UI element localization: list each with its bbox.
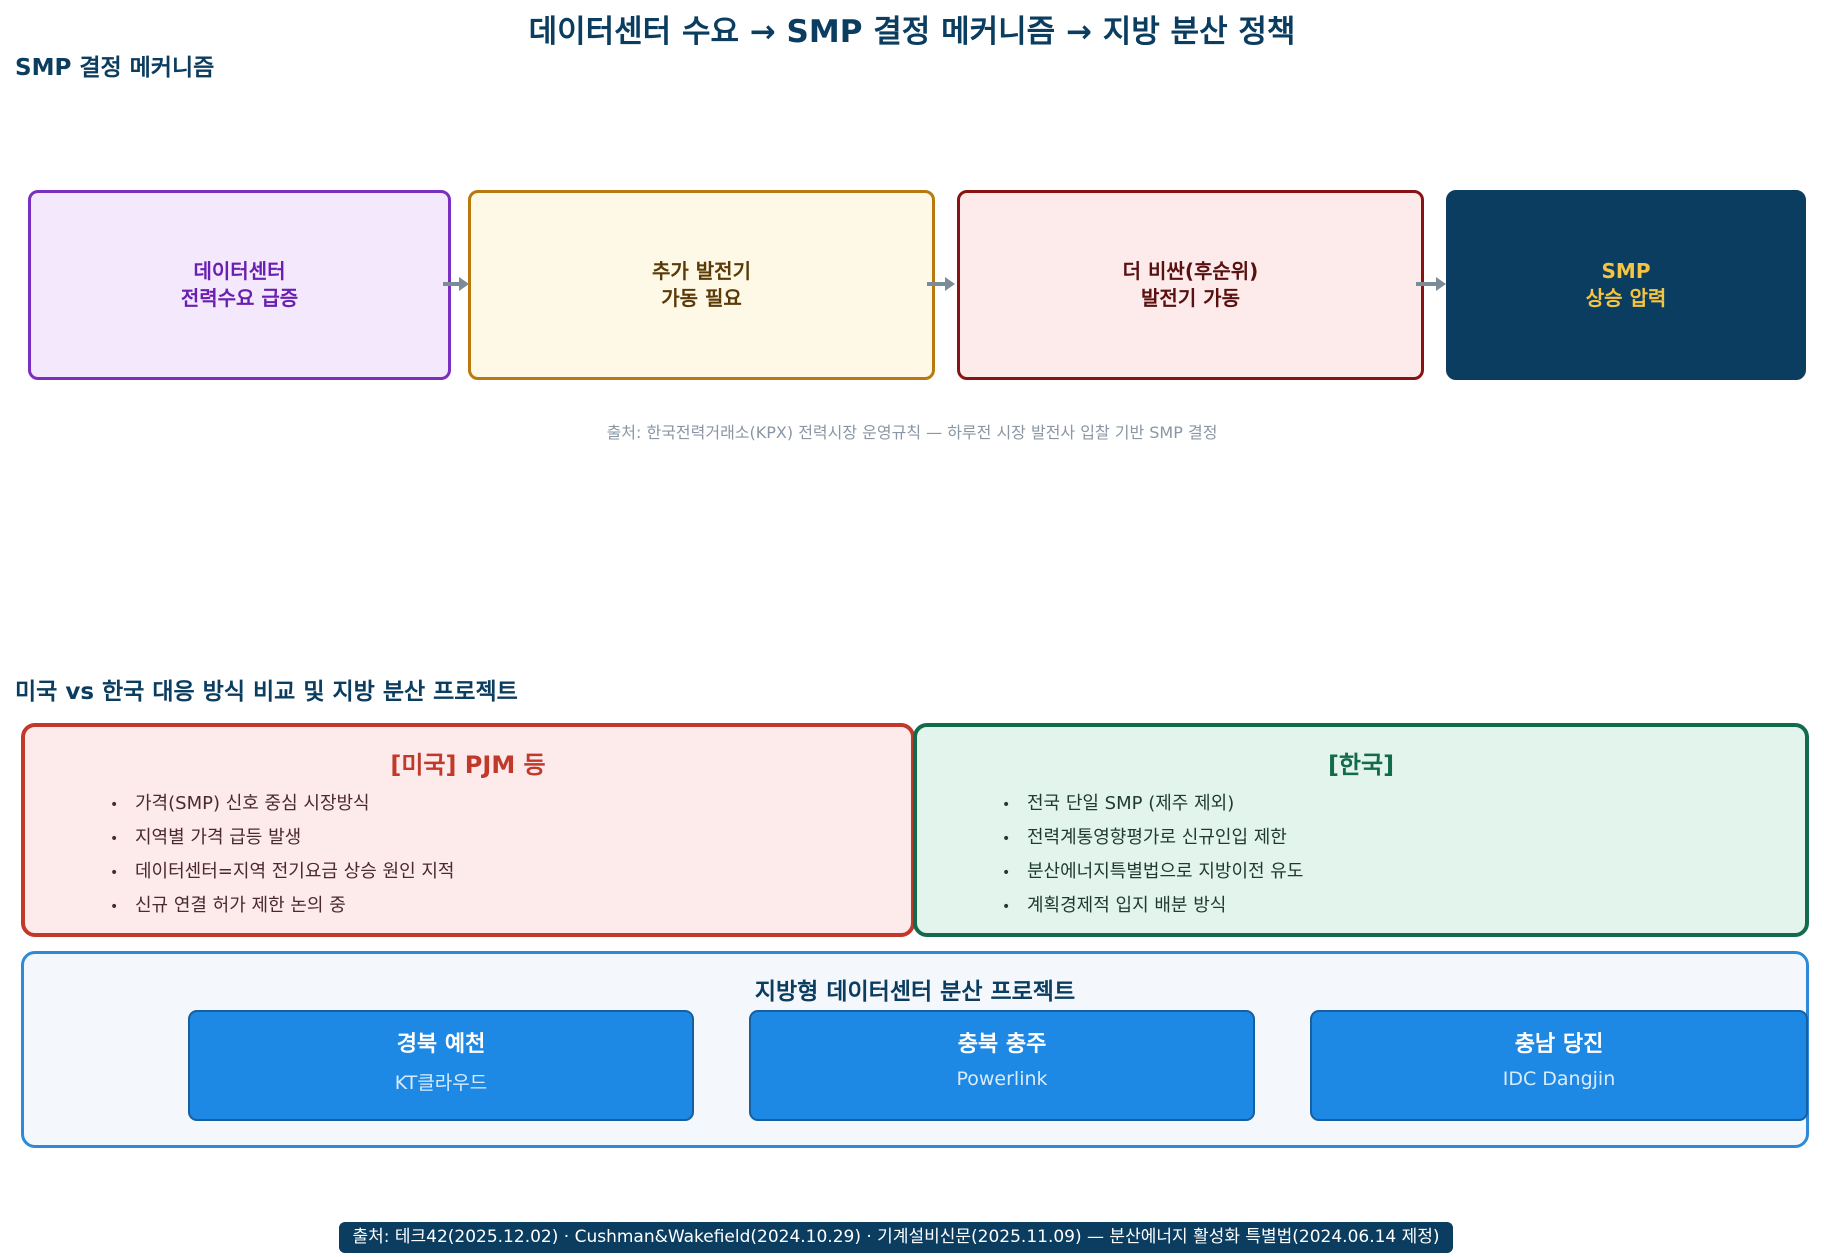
project-card-yecheon: 경북 예천 KT클라우드 <box>188 1010 694 1121</box>
regional-projects-panel: 지방형 데이터센터 분산 프로젝트 경북 예천 KT클라우드 충북 충주 Pow… <box>21 951 1809 1148</box>
flow-step-demand-line1: 데이터센터 <box>193 259 286 283</box>
project-location: 충북 충주 <box>957 1032 1047 1057</box>
list-item: 지역별 가격 급등 발생 <box>110 821 455 855</box>
section-title-comparison: 미국 vs 한국 대응 방식 비교 및 지방 분산 프로젝트 <box>15 679 518 705</box>
project-card-chungju: 충북 충주 Powerlink <box>749 1010 1255 1121</box>
list-item: 전력계통영향평가로 신규인입 제한 <box>1002 821 1303 855</box>
list-item: 계획경제적 입지 배분 방식 <box>1002 889 1303 923</box>
flow-step-expensive-line2: 발전기 가동 <box>1141 286 1240 310</box>
us-list: 가격(SMP) 신호 중심 시장방식 지역별 가격 급등 발생 데이터센터=지역… <box>110 787 455 923</box>
project-location: 경북 예천 <box>396 1032 486 1057</box>
flow-step-smp-pressure: SMP 상승 압력 <box>1446 190 1806 380</box>
us-panel: [미국] PJM 등 가격(SMP) 신호 중심 시장방식 지역별 가격 급등 … <box>21 723 915 937</box>
project-location: 충남 당진 <box>1514 1032 1604 1057</box>
flow-step-generator: 추가 발전기 가동 필요 <box>468 190 935 380</box>
flow-step-demand: 데이터센터 전력수요 급증 <box>28 190 451 380</box>
list-item: 가격(SMP) 신호 중심 시장방식 <box>110 787 455 821</box>
kr-list: 전국 단일 SMP (제주 제외) 전력계통영향평가로 신규인입 제한 분산에너… <box>1002 787 1303 923</box>
section-title-smp: SMP 결정 메커니즘 <box>15 55 215 81</box>
flow-step-smp-line2: 상승 압력 <box>1585 286 1667 310</box>
list-item: 데이터센터=지역 전기요금 상승 원인 지적 <box>110 855 455 889</box>
projects-title: 지방형 데이터센터 분산 프로젝트 <box>754 979 1076 1005</box>
main-title: 데이터센터 수요 → SMP 결정 메커니즘 → 지방 분산 정책 <box>528 14 1296 50</box>
flow-step-demand-line2: 전력수요 급증 <box>180 286 299 310</box>
arrow-icon <box>1416 277 1446 291</box>
project-card-dangjin: 충남 당진 IDC Dangjin <box>1310 1010 1808 1121</box>
arrow-icon <box>927 277 955 291</box>
flow-step-generator-line1: 추가 발전기 <box>652 259 751 283</box>
project-company: KT클라우드 <box>394 1072 488 1094</box>
flow-step-expensive-generator: 더 비싼(후순위) 발전기 가동 <box>957 190 1424 380</box>
arrow-icon <box>443 277 469 291</box>
smp-source-caption: 출처: 한국전력거래소(KPX) 전력시장 운영규칙 — 하루전 시장 발전사 … <box>606 423 1218 442</box>
flow-step-smp-line1: SMP <box>1601 259 1651 283</box>
kr-panel: [한국] 전국 단일 SMP (제주 제외) 전력계통영향평가로 신규인입 제한… <box>913 723 1809 937</box>
flow-step-generator-line2: 가동 필요 <box>661 286 742 310</box>
footer-source-badge: 출처: 테크42(2025.12.02) · Cushman&Wakefield… <box>339 1222 1453 1253</box>
flow-step-expensive-line1: 더 비싼(후순위) <box>1122 259 1259 283</box>
us-panel-title: [미국] PJM 등 <box>390 751 546 779</box>
project-company: IDC Dangjin <box>1502 1068 1616 1090</box>
project-company: Powerlink <box>956 1068 1048 1090</box>
list-item: 분산에너지특별법으로 지방이전 유도 <box>1002 855 1303 889</box>
kr-panel-title: [한국] <box>1327 751 1395 779</box>
list-item: 신규 연결 허가 제한 논의 중 <box>110 889 455 923</box>
list-item: 전국 단일 SMP (제주 제외) <box>1002 787 1303 821</box>
